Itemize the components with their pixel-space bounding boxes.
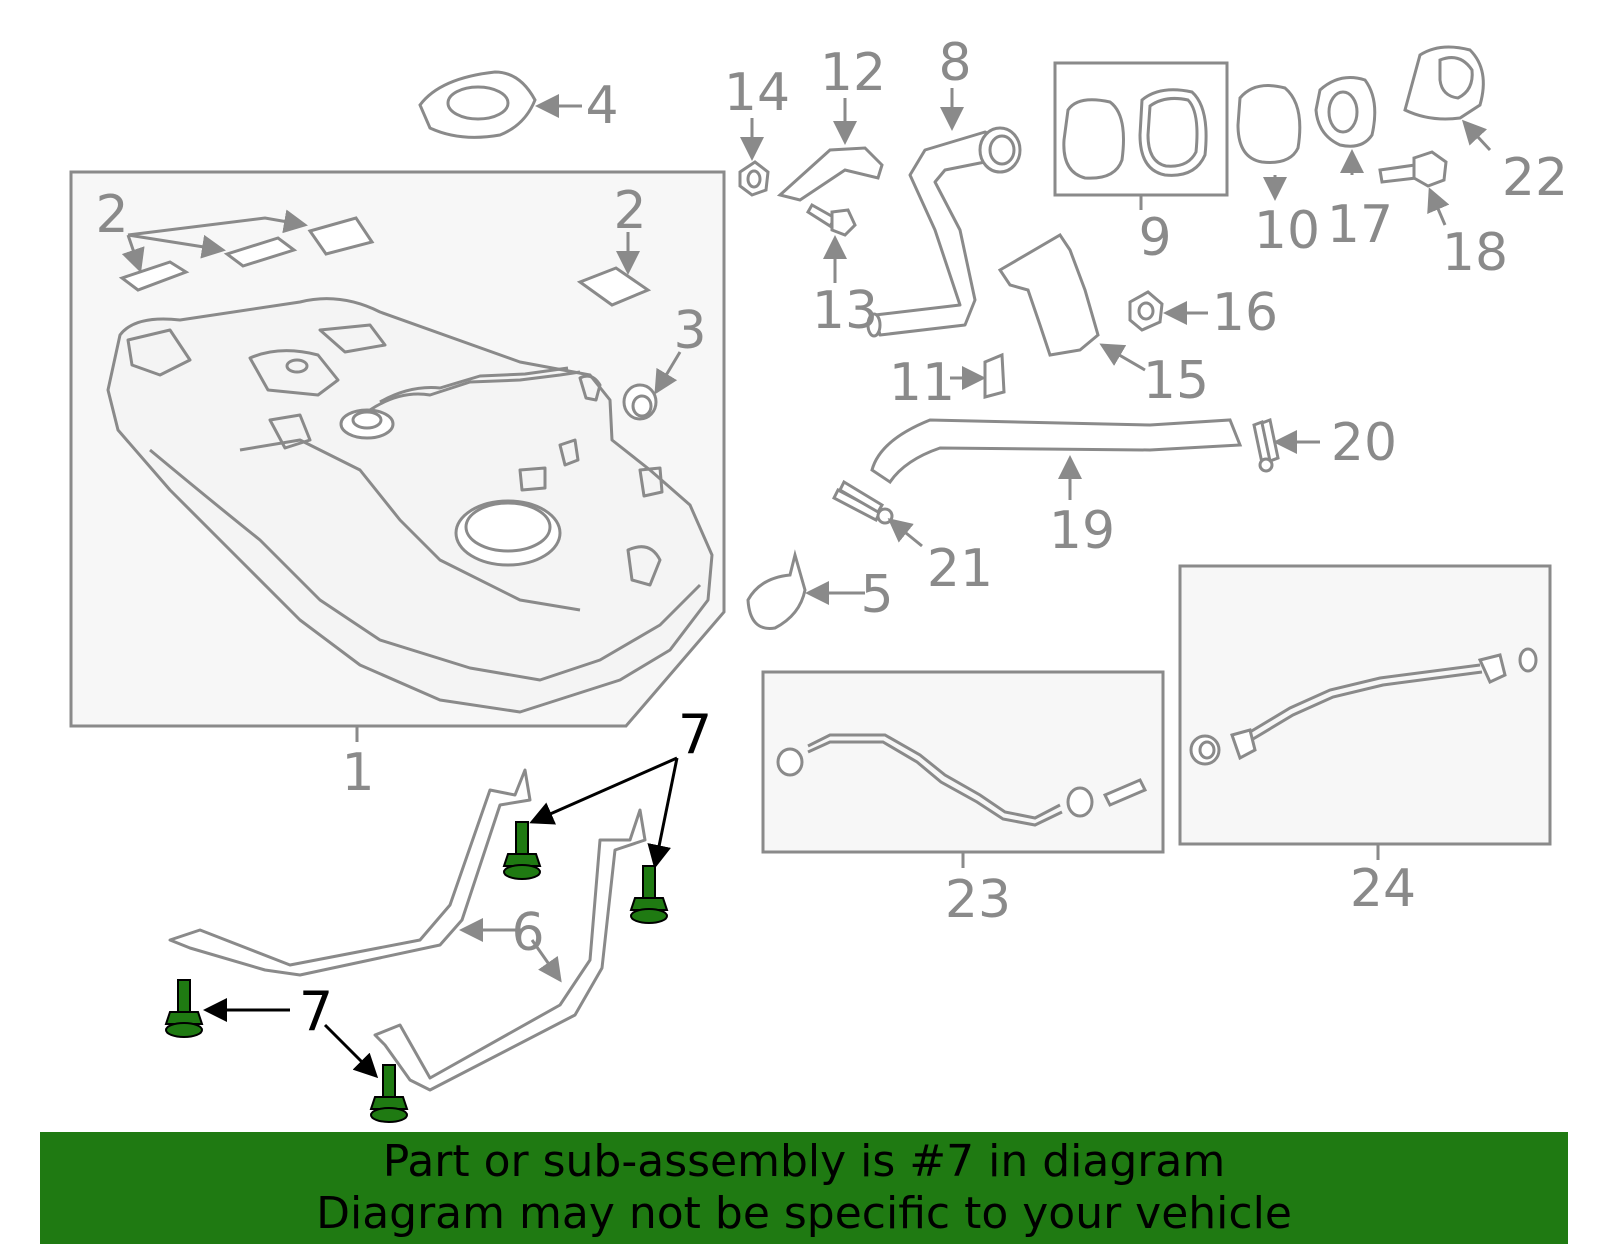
gasket-10	[1236, 84, 1302, 164]
hose-19	[870, 418, 1243, 485]
insulator-4	[418, 70, 537, 139]
label-10: 10	[1254, 201, 1320, 261]
label-18: 18	[1442, 223, 1508, 283]
bolt-7-b	[629, 865, 669, 924]
label-24: 24	[1350, 859, 1416, 919]
vent-tube-box-23	[761, 670, 1165, 868]
label-7-top: 7	[678, 703, 712, 766]
callout-labels: 1 2 2 3 4 5 6 7 7 8 9 10 11 12 13 14 15 …	[95, 33, 1568, 1043]
label-1: 1	[341, 743, 374, 803]
label-16: 16	[1212, 283, 1278, 343]
tank-straps-6	[168, 768, 647, 1092]
info-banner: Part or sub-assembly is #7 in diagram Di…	[40, 1132, 1568, 1244]
label-13: 13	[812, 281, 878, 341]
clamp-21	[832, 479, 894, 525]
ring-17	[1314, 76, 1377, 148]
label-7-bottom: 7	[299, 980, 333, 1043]
label-9: 9	[1138, 208, 1171, 268]
label-11: 11	[889, 353, 955, 413]
label-20: 20	[1331, 413, 1397, 473]
label-19: 19	[1049, 501, 1115, 561]
label-23: 23	[945, 870, 1011, 930]
clip-11	[983, 352, 1006, 399]
gasket-set-box-9	[1053, 61, 1229, 210]
fuel-cap-22	[1403, 45, 1485, 121]
label-6: 6	[511, 903, 544, 963]
vent-tube-box-24	[1178, 564, 1552, 860]
tank-pads	[118, 216, 652, 307]
label-21: 21	[927, 539, 993, 599]
label-8: 8	[938, 33, 971, 93]
nut-14	[738, 160, 770, 197]
grommet-3	[622, 383, 658, 421]
bolts-7	[164, 821, 669, 1123]
label-14: 14	[724, 63, 790, 123]
label-15: 15	[1143, 351, 1209, 411]
bracket-12	[776, 146, 884, 202]
bolt-7-d	[369, 1064, 409, 1123]
bracket-15	[997, 232, 1100, 357]
leader-lines	[121, 88, 1492, 983]
bolt-18	[1378, 150, 1448, 188]
fuel-tank	[106, 297, 714, 714]
filler-pipe-8	[866, 126, 1022, 338]
bolt-7-a	[502, 821, 542, 880]
label-17: 17	[1327, 195, 1393, 255]
label-5: 5	[860, 565, 893, 625]
leader-lines-7	[203, 756, 679, 1079]
label-3: 3	[673, 301, 706, 361]
bolt-7-c	[164, 979, 204, 1038]
banner-line-2: Diagram may not be specific to your vehi…	[316, 1188, 1292, 1239]
bracket-5	[746, 549, 807, 630]
label-4: 4	[585, 76, 618, 136]
label-2-left: 2	[95, 185, 128, 245]
bolt-13	[805, 202, 857, 237]
clamp-20	[1252, 417, 1280, 473]
label-2-right: 2	[613, 181, 646, 241]
nut-16	[1128, 290, 1164, 332]
banner-line-1: Part or sub-assembly is #7 in diagram	[382, 1136, 1226, 1187]
label-22: 22	[1502, 148, 1568, 208]
label-12: 12	[820, 43, 886, 103]
